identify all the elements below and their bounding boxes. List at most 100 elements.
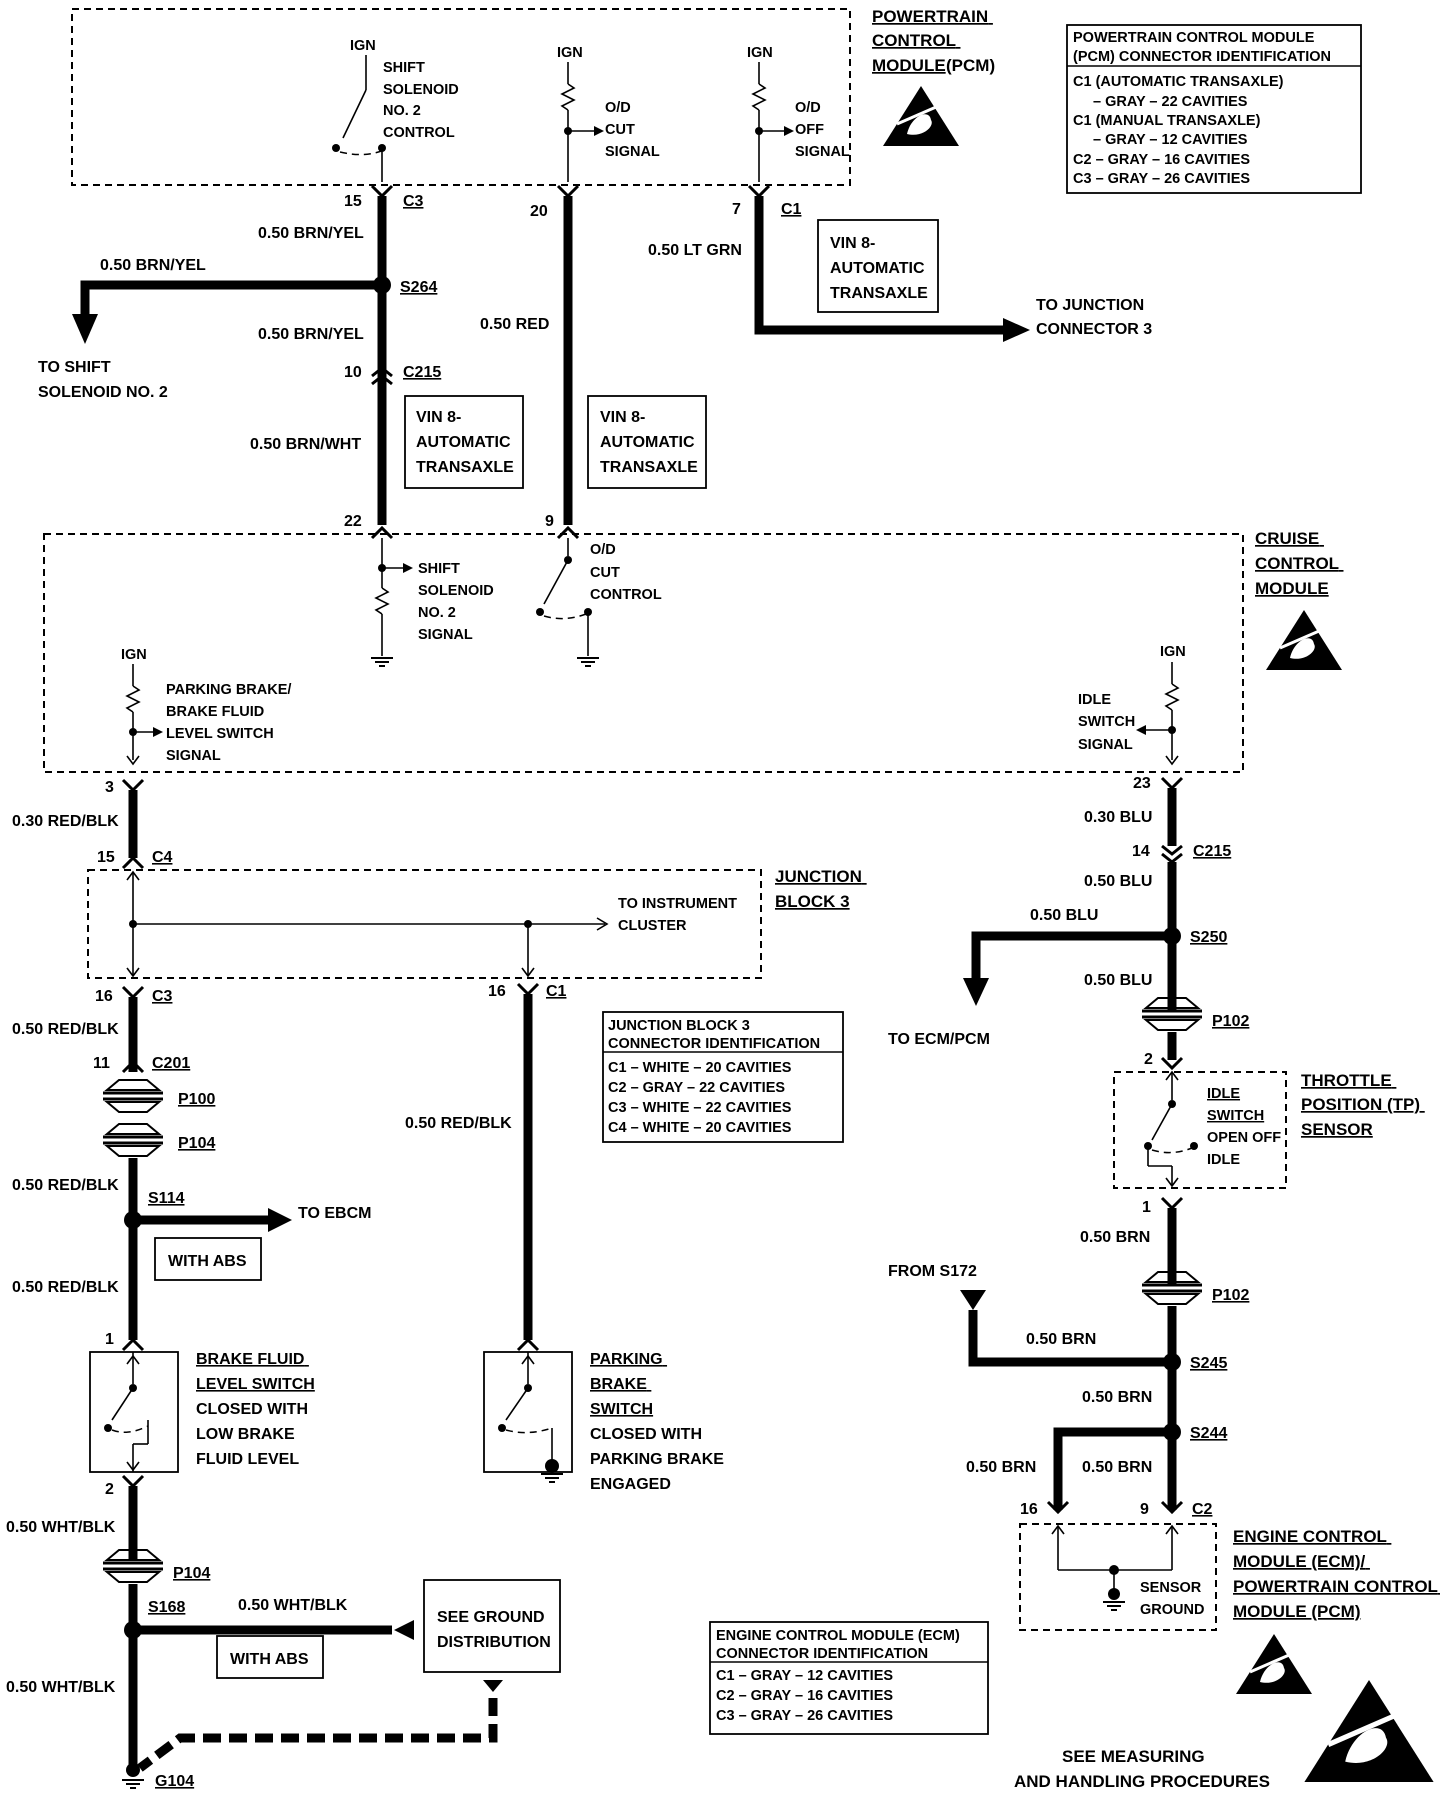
svg-text:THROTTLE POSITION (TP): THROTTLE POSITION (TP) SENSOR (1301, 1071, 1425, 1139)
svg-text:IDLE SWITCH SIGNAL: IDLE SWITCH SIGNAL (1078, 692, 1139, 753)
svg-text:CLOSED WITH PARKING BRAK: CLOSED WITH PARKING BRAKE ENGAGED (590, 1426, 728, 1493)
ign-label: IGN (557, 45, 583, 61)
svg-text:VIN 8- AUTOMATIC T: VIN 8- AUTOMATIC TRANSAXLE (600, 409, 699, 476)
upper-wiring: 15 C3 0.50 BRN/YEL 0.50 BRN/YEL S264 0.5… (38, 184, 1152, 540)
svg-text:C1: C1 (546, 983, 567, 1000)
cruise-control-module: SHIFT SOLENOID NO. 2 SIGNAL O/D CUT CONT… (43, 529, 1344, 773)
svg-text:0.50 BRN: 0.50 BRN (1080, 1229, 1150, 1246)
svg-text:20: 20 (530, 203, 548, 220)
svg-text:POWERTRAIN CONTROL MODULE: POWERTRAIN CONTROL MODULE (PCM) CONNECTO… (1073, 30, 1335, 187)
svg-text:PARKING BRAKE/ BRAKE FLU: PARKING BRAKE/ BRAKE FLUID LEVEL SWITCH … (166, 682, 295, 764)
pcm-module: IGN SHIFT SOLENOID NO. 2 CONTROL IGN O/D… (71, 7, 995, 186)
svg-text:0.50 LT GRN: 0.50 LT GRN (648, 242, 742, 259)
svg-text:PARKING BRAKE SWIT: PARKING BRAKE SWITCH (590, 1351, 667, 1418)
svg-text:VIN 8- AUTOMATIC T: VIN 8- AUTOMATIC TRANSAXLE (416, 409, 515, 476)
svg-text:0.50 WHT/BLK: 0.50 WHT/BLK (238, 1597, 348, 1614)
pcm-connector-id-box: POWERTRAIN CONTROL MODULE (PCM) CONNECTO… (1066, 24, 1362, 194)
svg-text:23: 23 (1133, 775, 1151, 792)
od-off-signal-label: O/D OFF SIGNAL (795, 100, 850, 160)
svg-text:C4: C4 (152, 849, 173, 866)
svg-text:0.50 WHT/BLK: 0.50 WHT/BLK (6, 1519, 116, 1536)
footer-note: SEE MEASURING AND HANDLING PROCEDURES (1014, 1680, 1434, 1791)
svg-text:P104: P104 (178, 1135, 215, 1152)
svg-text:P102: P102 (1212, 1287, 1249, 1304)
connector-p104 (101, 1122, 165, 1158)
svg-text:TO ECM/PCM: TO ECM/PCM (888, 1031, 990, 1048)
svg-text:S245: S245 (1190, 1355, 1227, 1372)
svg-text:S114: S114 (148, 1190, 185, 1207)
jb3-connector-id-box: JUNCTION BLOCK 3 CONNECTOR IDENTIFICATIO… (602, 1011, 844, 1143)
svg-text:FROM S172: FROM S172 (888, 1263, 977, 1280)
ign-label: IGN (350, 38, 376, 54)
svg-text:0.50 RED/BLK: 0.50 RED/BLK (12, 1021, 119, 1038)
splice-s245 (1163, 1353, 1181, 1371)
svg-text:G104: G104 (155, 1773, 194, 1790)
svg-text:0.50 BRN: 0.50 BRN (1082, 1459, 1152, 1476)
svg-text:0.30 BLU: 0.30 BLU (1084, 809, 1152, 826)
svg-text:P102: P102 (1212, 1013, 1249, 1030)
svg-text:JUNCTION BLOCK 3 CONNECT: JUNCTION BLOCK 3 CONNECTOR IDENTIFICATIO… (608, 1018, 824, 1136)
svg-text:10: 10 (344, 364, 362, 381)
svg-text:C201: C201 (152, 1055, 190, 1072)
svg-text:2: 2 (105, 1481, 114, 1498)
svg-text:0.50 WHT/BLK: 0.50 WHT/BLK (6, 1679, 116, 1696)
svg-text:C215: C215 (403, 364, 441, 381)
svg-text:S244: S244 (1190, 1425, 1227, 1442)
svg-text:CRUISE CONTROL MOD: CRUISE CONTROL MODULE (1255, 529, 1343, 598)
esd-warning-icon (1304, 1680, 1434, 1782)
esd-warning-icon (881, 84, 961, 148)
svg-text:C215: C215 (1193, 843, 1231, 860)
left-lower-wiring: 3 0.30 RED/BLK 15 C4 TO INSTRUMENT CLUST… (6, 778, 867, 1790)
svg-text:IDLE SWITCH OPEN O: IDLE SWITCH OPEN OFF IDLE (1207, 1086, 1285, 1168)
svg-text:0.50 BRN/YEL: 0.50 BRN/YEL (100, 257, 206, 274)
svg-text:0.50 RED: 0.50 RED (480, 316, 549, 333)
ecm-connector-id-box: ENGINE CONTROL MODULE (ECM) CONNECTOR ID… (709, 1621, 989, 1735)
svg-text:16: 16 (95, 988, 113, 1005)
svg-text:0.50 BRN: 0.50 BRN (966, 1459, 1036, 1476)
svg-text:0.50 BLU: 0.50 BLU (1084, 972, 1152, 989)
svg-text:C3: C3 (152, 988, 173, 1005)
svg-text:9: 9 (1140, 1501, 1149, 1518)
pcm-title-suffix: (PCM) (946, 56, 995, 75)
esd-warning-icon (1234, 1632, 1314, 1696)
right-lower-wiring: 23 0.30 BLU 14 C215 0.50 BLU S250 0.50 B… (888, 775, 1440, 1696)
svg-text:TO INSTRUMENT CLUSTER: TO INSTRUMENT CLUSTER (618, 896, 741, 934)
svg-text:16: 16 (1020, 1501, 1038, 1518)
svg-text:ENGINE CONTROL MODULE (ECM): ENGINE CONTROL MODULE (ECM) CONNECTOR ID… (716, 1628, 964, 1724)
svg-text:0.50 BLU: 0.50 BLU (1030, 907, 1098, 924)
svg-text:0.50 BRN: 0.50 BRN (1082, 1389, 1152, 1406)
svg-text:0.50 RED/BLK: 0.50 RED/BLK (405, 1115, 512, 1132)
svg-text:16: 16 (488, 983, 506, 1000)
svg-text:C1: C1 (781, 201, 802, 218)
svg-text:P104: P104 (173, 1565, 210, 1582)
svg-text:CLOSED WITH LOW BRAKE: CLOSED WITH LOW BRAKE FLUID LEVEL (196, 1401, 312, 1468)
esd-warning-icon (1264, 608, 1344, 672)
svg-text:14: 14 (1132, 843, 1150, 860)
svg-text:JUNCTION BLOCK 3: JUNCTION BLOCK 3 (775, 867, 867, 911)
svg-text:WITH ABS: WITH ABS (230, 1651, 309, 1668)
svg-text:9: 9 (545, 513, 554, 530)
svg-text:SHIFT SOLENOID NO.: SHIFT SOLENOID NO. 2 SIGNAL (418, 561, 498, 643)
shift-solenoid-control-label: SHIFT SOLENOID NO. 2 CONTROL (383, 60, 463, 141)
svg-text:SENSOR GROUND: SENSOR GROUND (1140, 1580, 1205, 1618)
svg-text:22: 22 (344, 513, 362, 530)
svg-text:SEE MEASURING AND HANDLI: SEE MEASURING AND HANDLING PROCEDURES (1014, 1747, 1270, 1791)
svg-text:S168: S168 (148, 1599, 185, 1616)
svg-text:3: 3 (105, 779, 114, 796)
ground-g104 (126, 1763, 140, 1777)
svg-text:O/D CUT CONTROL: O/D CUT CONTROL (590, 542, 662, 603)
svg-text:VIN 8- AUTOMATIC T: VIN 8- AUTOMATIC TRANSAXLE (830, 235, 929, 302)
svg-text:0.30 RED/BLK: 0.30 RED/BLK (12, 813, 119, 830)
svg-text:ENGINE CONTROL MODULE (E: ENGINE CONTROL MODULE (ECM)/ POWERTRAIN … (1233, 1527, 1440, 1621)
svg-text:11: 11 (93, 1055, 110, 1072)
svg-text:IGN: IGN (1160, 644, 1186, 660)
svg-text:TO EBCM: TO EBCM (298, 1205, 371, 1222)
svg-text:1: 1 (1142, 1199, 1151, 1216)
svg-text:0.50 RED/BLK: 0.50 RED/BLK (12, 1279, 119, 1296)
svg-text:1: 1 (105, 1331, 114, 1348)
svg-text:S250: S250 (1190, 929, 1227, 946)
od-cut-signal-label: O/D CUT SIGNAL (605, 100, 660, 160)
svg-text:0.50 BLU: 0.50 BLU (1084, 873, 1152, 890)
to-junction-connector-label: TO JUNCTION CONNECTOR 3 (1036, 297, 1152, 338)
